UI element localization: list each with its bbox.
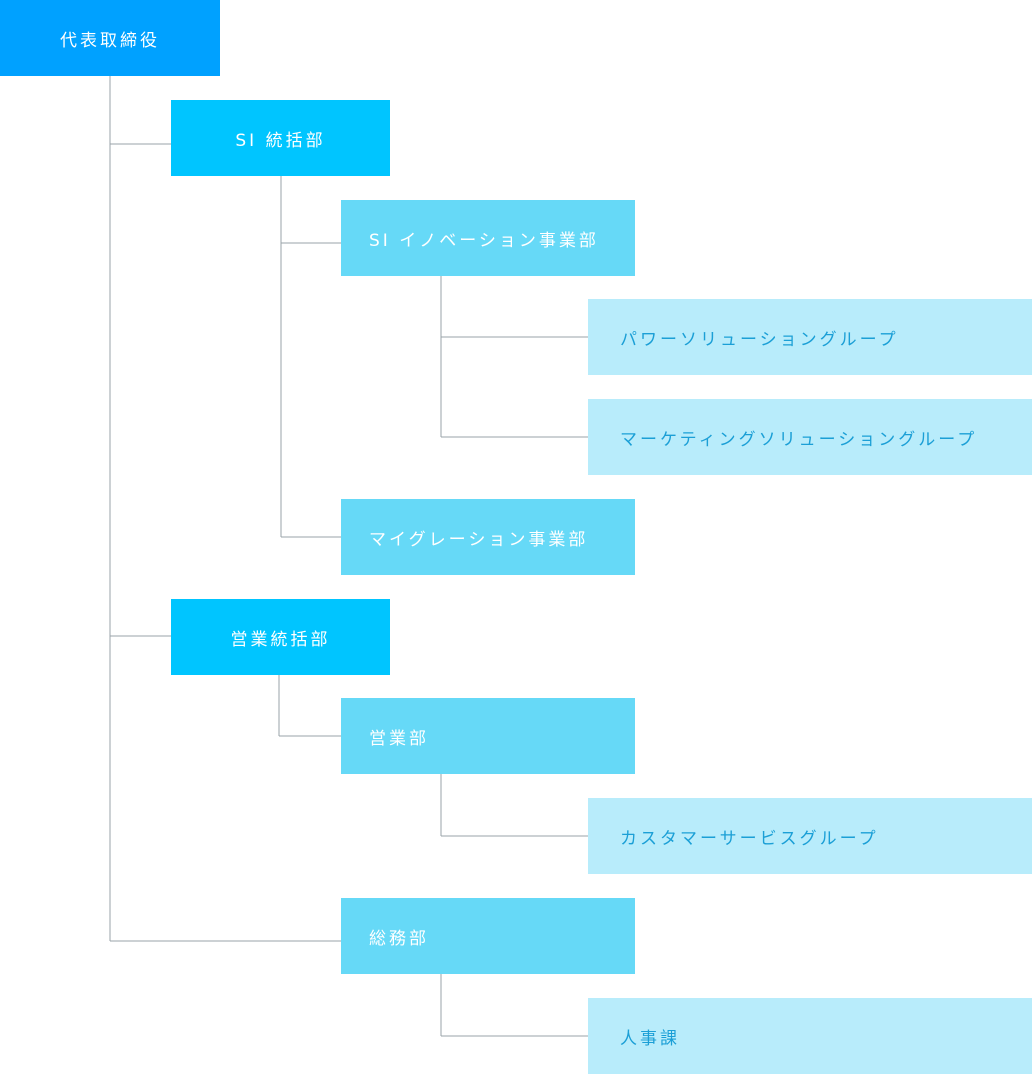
node-label: 総務部: [369, 928, 429, 949]
node-label: SI 統括部: [235, 130, 326, 151]
node-label: 営業統括部: [230, 629, 331, 650]
node-label: パワーソリューショングループ: [620, 329, 899, 350]
node-label: マイグレーション事業部: [369, 529, 589, 550]
node-migration: マイグレーション事業部: [341, 499, 635, 575]
node-si-division: SI 統括部: [171, 100, 390, 176]
node-label: マーケティングソリューショングループ: [620, 429, 978, 450]
node-label: カスタマーサービスグループ: [620, 828, 879, 849]
node-general-affairs: 総務部: [341, 898, 635, 974]
node-label: 人事課: [620, 1028, 680, 1049]
node-si-innovation: SI イノベーション事業部: [341, 200, 635, 276]
node-label: 営業部: [369, 728, 429, 749]
node-marketing-solution-group: マーケティングソリューショングループ: [588, 399, 1032, 475]
node-ceo: 代表取締役: [0, 0, 220, 76]
node-hr: 人事課: [588, 998, 1032, 1074]
node-label: SI イノベーション事業部: [369, 230, 599, 251]
node-sales: 営業部: [341, 698, 635, 774]
node-power-solution-group: パワーソリューショングループ: [588, 299, 1032, 375]
node-customer-service-group: カスタマーサービスグループ: [588, 798, 1032, 874]
node-sales-division: 営業統括部: [171, 599, 390, 675]
node-label: 代表取締役: [60, 30, 160, 51]
